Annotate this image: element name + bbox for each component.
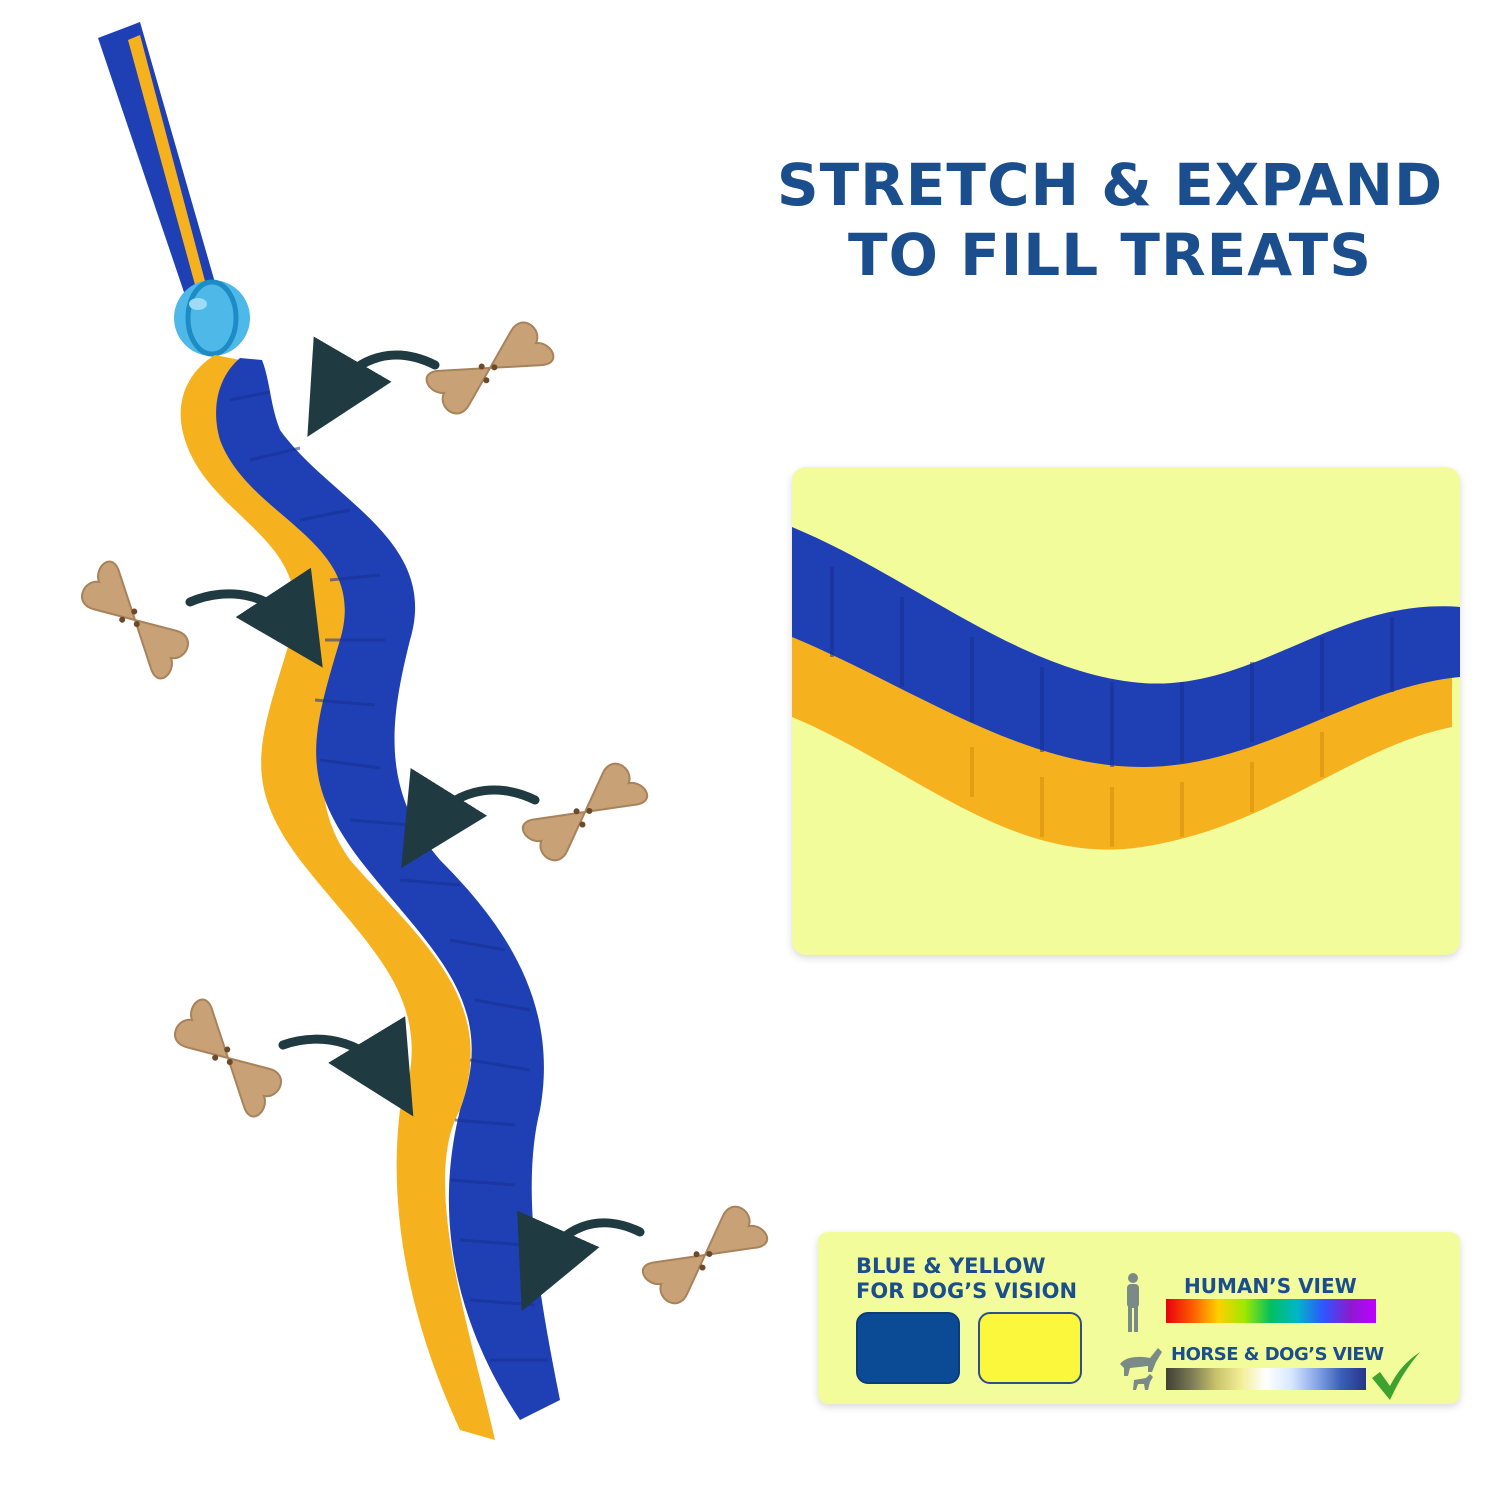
toy-illustration — [68, 22, 772, 1440]
vision-title: BLUE & YELLOW FOR DOG’S VISION — [856, 1254, 1077, 1304]
treat-ball — [174, 279, 250, 357]
treat-bone-2 — [68, 557, 202, 683]
braid-texture — [229, 390, 548, 1362]
blue-swatch — [856, 1312, 960, 1384]
braid-closeup — [792, 527, 1460, 850]
human-icon — [1127, 1273, 1139, 1332]
check-icon — [1372, 1352, 1420, 1400]
loop-strap — [98, 22, 220, 310]
headline: STRETCH & EXPAND TO FILL TREATS — [760, 150, 1460, 290]
headline-line-1: STRETCH & EXPAND — [776, 151, 1444, 219]
vision-panel: BLUE & YELLOW FOR DOG’S VISION HUMAN’S V… — [818, 1232, 1460, 1404]
toy-body-yellow — [180, 355, 495, 1440]
fill-arrows — [185, 336, 645, 1312]
headline-line-2: TO FILL TREATS — [848, 221, 1372, 289]
yellow-swatch — [978, 1312, 1082, 1384]
dog-spectrum-bar — [1166, 1368, 1366, 1390]
zoom-panel — [792, 467, 1460, 955]
vision-title-line-1: BLUE & YELLOW — [856, 1254, 1046, 1278]
treat-bone-5 — [638, 1192, 772, 1318]
human-view-label: HUMAN’S VIEW — [1184, 1274, 1357, 1298]
human-spectrum-bar — [1166, 1299, 1376, 1323]
vision-title-line-2: FOR DOG’S VISION — [856, 1279, 1078, 1303]
dog-view-label: HORSE & DOG’S VIEW — [1171, 1344, 1384, 1365]
treat-bone-3 — [518, 749, 652, 875]
treat-bone-4 — [161, 995, 295, 1121]
toy-body-blue — [216, 358, 560, 1420]
treat-bone-1 — [422, 307, 558, 429]
horse-dog-icon — [1120, 1348, 1162, 1390]
